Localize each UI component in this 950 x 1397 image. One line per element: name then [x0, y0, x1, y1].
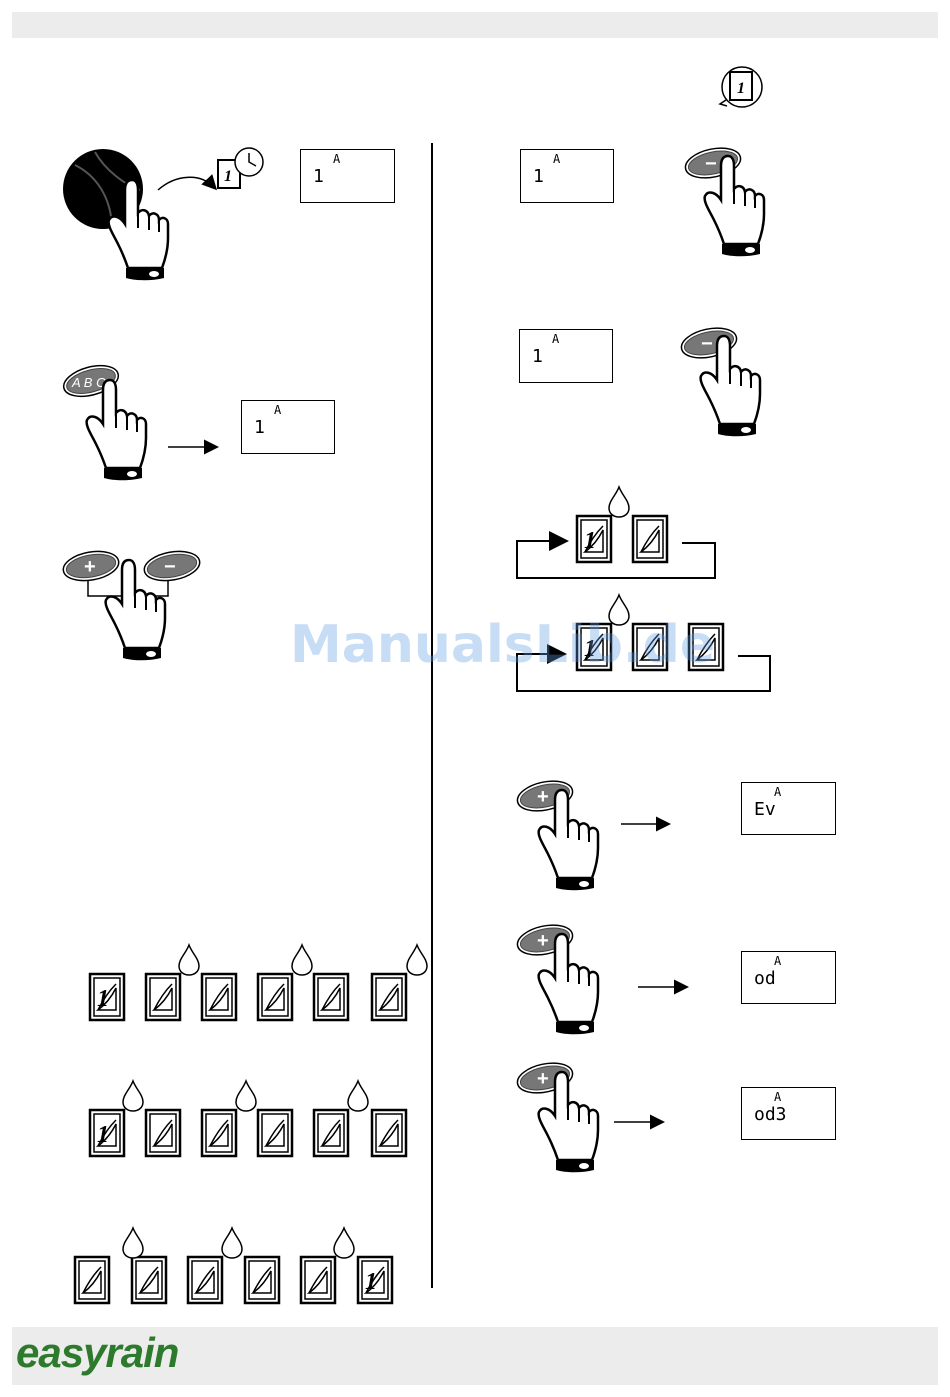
water-drop-icon — [609, 487, 629, 517]
calendar-row-alternate-1: 1 — [90, 1081, 406, 1156]
plus-button-label: + — [537, 786, 549, 808]
plus-button-label: + — [537, 930, 549, 952]
minus-button-label: − — [701, 333, 713, 355]
calendar-row-every-second-day: 1 — [90, 945, 427, 1020]
day-number: 1 — [97, 986, 109, 1012]
day-number: 1 — [97, 1122, 109, 1148]
plus-button-label: + — [84, 556, 96, 578]
program-cycle-2-days: 1 — [517, 487, 715, 578]
plus-button[interactable]: + — [61, 547, 121, 584]
brand-logo: easyrain — [16, 1329, 178, 1377]
minus-button[interactable]: − — [142, 547, 202, 584]
watermark: ManualsLib.de — [290, 615, 715, 675]
water-drop-icon — [334, 1228, 354, 1258]
water-drop-icon — [236, 1081, 256, 1111]
program-calendar-icon — [633, 516, 667, 562]
water-drop-icon — [407, 945, 427, 975]
footer-bar: easyrain — [12, 1327, 938, 1385]
day-number: 1 — [584, 528, 596, 554]
water-drop-icon — [179, 945, 199, 975]
water-drop-icon — [348, 1081, 368, 1111]
calendar-row-alternate-2: 1 — [75, 1228, 392, 1303]
minus-button-label: − — [164, 556, 176, 578]
program-rotate-icon: 1 — [720, 67, 762, 107]
abc-button-label: A B C — [71, 375, 106, 390]
day-number: 1 — [365, 1269, 377, 1295]
minus-button-label: − — [705, 153, 717, 175]
water-drop-icon — [292, 945, 312, 975]
plus-button-label: + — [537, 1068, 549, 1090]
water-drop-icon — [123, 1081, 143, 1111]
water-drop-icon — [222, 1228, 242, 1258]
program-number: 1 — [737, 80, 745, 97]
program-number: 1 — [224, 168, 232, 185]
water-drop-icon — [123, 1228, 143, 1258]
program-clock-icon: 1 — [218, 148, 263, 188]
